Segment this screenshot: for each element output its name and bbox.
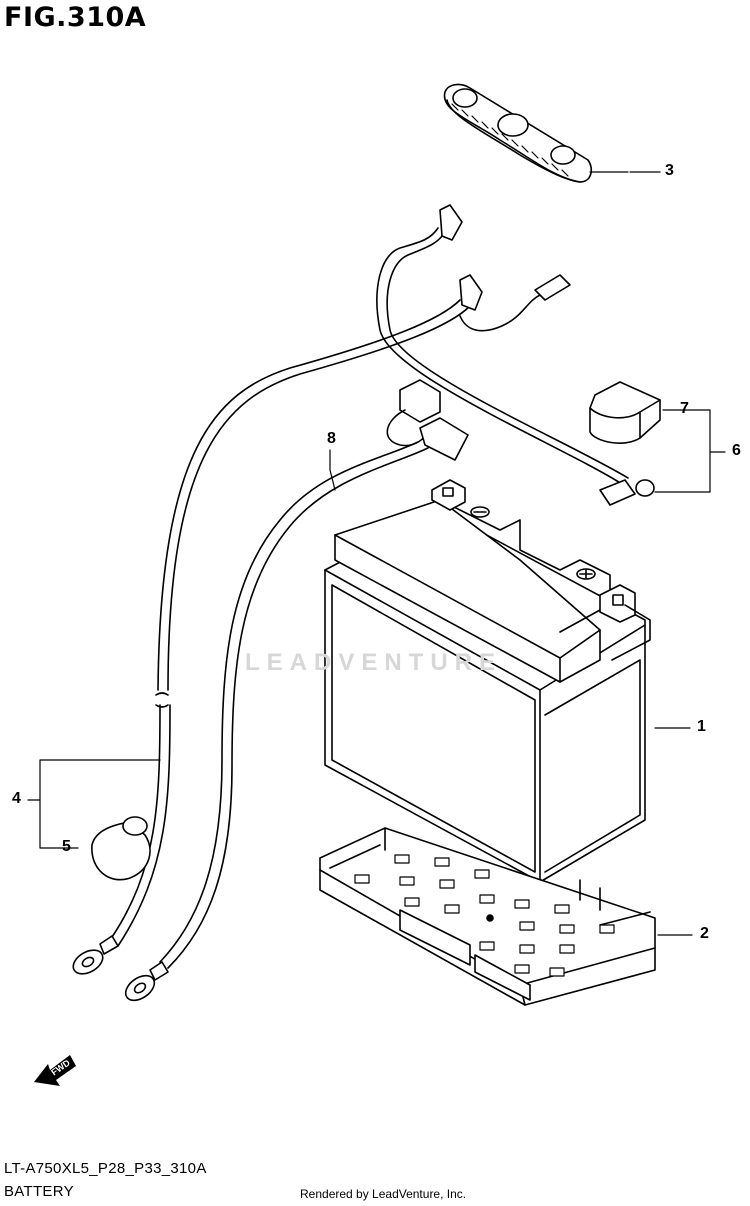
leader-lines — [27, 171, 726, 936]
figure-title: FIG.310A — [4, 2, 147, 33]
battery-part-1 — [324, 479, 651, 883]
render-credit: Rendered by LeadVenture, Inc. — [300, 1187, 467, 1201]
cable-part-8 — [124, 379, 469, 1002]
callout-3[interactable]: 3 — [665, 162, 674, 179]
terminal-cap-part-7 — [589, 381, 661, 444]
callout-7[interactable]: 7 — [680, 400, 689, 417]
callout-6[interactable]: 6 — [732, 442, 741, 459]
terminal-cover-part-5 — [91, 816, 151, 881]
cushion-part-3 — [443, 83, 629, 183]
section-name: BATTERY — [4, 1183, 74, 1200]
callout-2[interactable]: 2 — [700, 925, 709, 942]
callout-4[interactable]: 4 — [12, 790, 21, 807]
watermark-text: LEADVENTURE — [245, 649, 503, 676]
tray-part-2 — [319, 827, 656, 1006]
fwd-arrow-icon: FWD — [34, 1055, 76, 1086]
callout-8[interactable]: 8 — [327, 430, 336, 447]
model-code: LT-A750XL5_P28_P33_310A — [4, 1160, 207, 1177]
cable-part-4 — [72, 204, 655, 975]
callout-1[interactable]: 1 — [697, 718, 706, 735]
callout-5[interactable]: 5 — [62, 838, 71, 855]
